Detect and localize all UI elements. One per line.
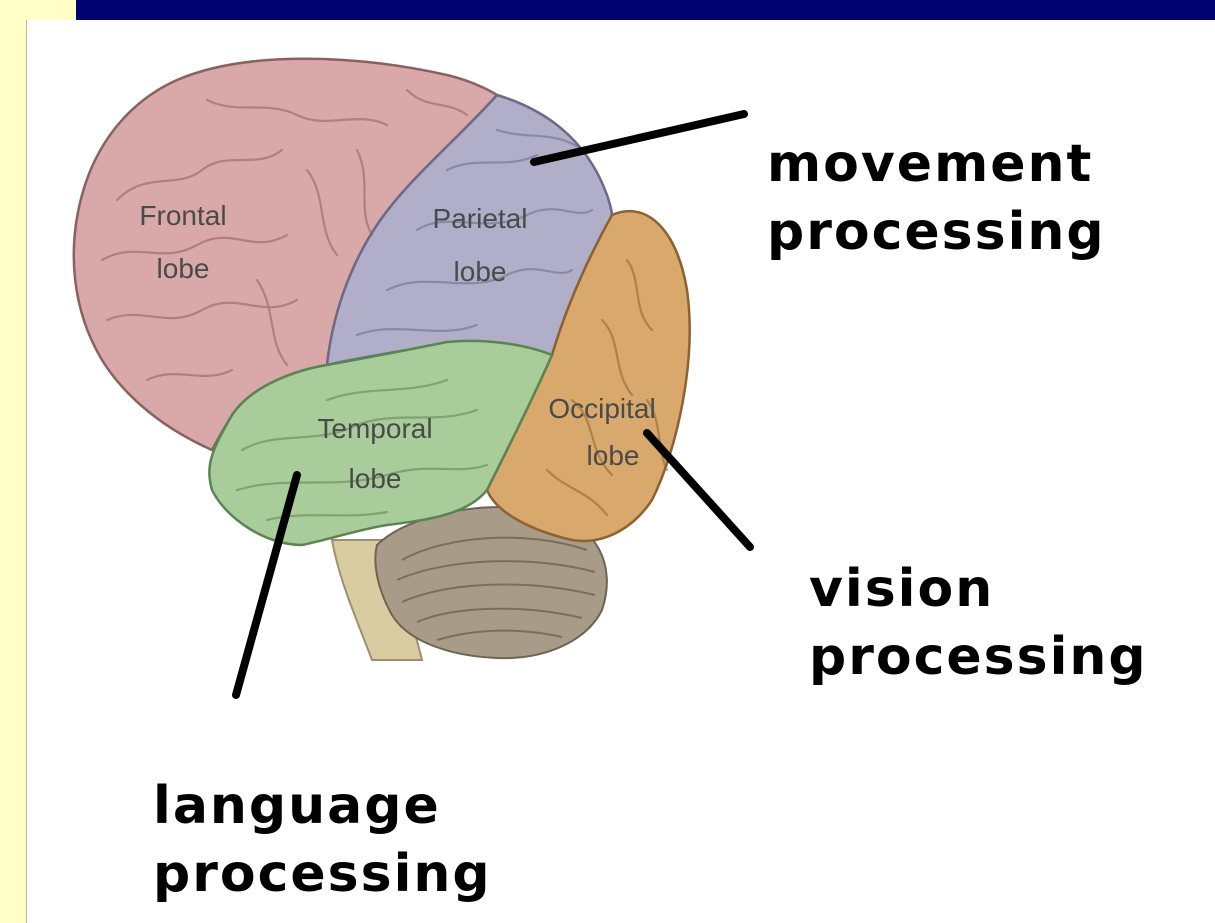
vision-pointer-line: [647, 433, 750, 547]
temporal-lobe-label-line2: lobe: [349, 463, 402, 494]
frontal-lobe-label-line2: lobe: [157, 253, 210, 284]
frontal-lobe-label-line1: Frontal: [139, 200, 226, 231]
temporal-lobe-label-line1: Temporal: [317, 413, 432, 444]
occipital-lobe-label-line1: Occipital: [548, 393, 655, 424]
language-callout: language processing: [153, 772, 492, 908]
side-panel: [0, 0, 27, 923]
title-bar: [76, 0, 1215, 20]
language-callout-line2: processing: [153, 840, 492, 908]
movement-callout: movement processing: [767, 130, 1106, 266]
vision-callout-line1: vision: [809, 555, 1148, 623]
occipital-lobe-label-line2: lobe: [587, 440, 640, 471]
language-callout-line1: language: [153, 772, 492, 840]
vision-callout: vision processing: [809, 555, 1148, 691]
parietal-lobe-label-line2: lobe: [454, 256, 507, 287]
movement-callout-line1: movement: [767, 130, 1106, 198]
slide-content: Frontal lobe Parietal lobe Temporal lobe…: [27, 20, 1215, 923]
parietal-lobe-label-line1: Parietal: [433, 203, 528, 234]
vision-callout-line2: processing: [809, 623, 1148, 691]
movement-callout-line2: processing: [767, 198, 1106, 266]
